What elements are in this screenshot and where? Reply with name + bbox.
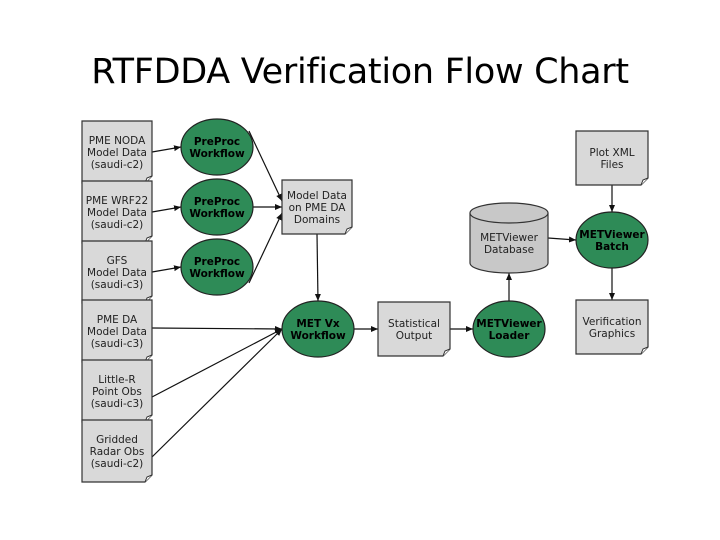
node-label: Files xyxy=(600,159,623,171)
node-label: (saudi-c2) xyxy=(91,458,144,470)
node-label: METViewer xyxy=(480,232,538,244)
node-label: METViewer xyxy=(476,318,542,330)
node-label: Model Data xyxy=(87,207,147,219)
process-ellipse xyxy=(180,118,254,176)
node-label: Domains xyxy=(294,214,340,226)
node-label: Graphics xyxy=(589,328,635,340)
edge-radar-to-metvx xyxy=(151,328,283,458)
process-ellipse xyxy=(575,211,649,269)
node-label: (saudi-c3) xyxy=(91,279,144,291)
node-label: Database xyxy=(484,244,534,256)
process-ellipse xyxy=(472,300,546,358)
database-top xyxy=(469,202,549,224)
node-label: Workflow xyxy=(189,208,245,220)
node-label: Radar Obs xyxy=(90,446,145,458)
edge-modeldata-to-metvx xyxy=(314,233,321,302)
document-fold-icon xyxy=(344,226,353,235)
node-label: Point Obs xyxy=(92,386,142,398)
node-label: Little-R xyxy=(98,374,135,386)
edge-preproc3-to-modeldata xyxy=(248,212,283,284)
database-cylinder xyxy=(469,213,549,274)
node-label: METViewer xyxy=(579,229,645,241)
node-label: GFS xyxy=(107,255,128,267)
node-label: (saudi-c2) xyxy=(91,219,144,231)
node-label: PME DA xyxy=(97,314,138,326)
node-label: Workflow xyxy=(290,330,346,342)
process-ellipse xyxy=(180,178,254,236)
node-label: (saudi-c2) xyxy=(91,159,144,171)
edge-gfs-to-preproc3 xyxy=(151,265,182,273)
page-title: RTFDDA Verification Flow Chart xyxy=(91,52,629,92)
node-label: Gridded xyxy=(96,434,138,446)
node-label: on PME DA xyxy=(289,202,347,214)
document-fold-icon xyxy=(144,474,153,483)
node-label: Verification xyxy=(583,316,642,328)
node-label: (saudi-c3) xyxy=(91,338,144,350)
node-label: PreProc xyxy=(194,136,240,148)
node-label: Model Data xyxy=(287,190,347,202)
document-fold-icon xyxy=(442,348,451,357)
node-label: PME NODA xyxy=(89,135,146,147)
node-label: Model Data xyxy=(87,147,147,159)
node-label: Loader xyxy=(489,330,531,342)
edge-noda-to-preproc1 xyxy=(151,145,182,153)
node-label: Model Data xyxy=(87,326,147,338)
edge-littler-to-metvx xyxy=(151,328,283,398)
node-label: MET Vx xyxy=(296,318,340,330)
node-label: Workflow xyxy=(189,268,245,280)
edge-preproc1-to-modeldata xyxy=(248,130,283,202)
node-label: PME WRF22 xyxy=(86,195,148,207)
node-label: (saudi-c3) xyxy=(91,398,144,410)
edge-wrf22-to-preproc2 xyxy=(151,205,182,213)
process-ellipse xyxy=(180,238,254,296)
node-label: Output xyxy=(396,330,432,342)
node-label: Statistical xyxy=(388,318,440,330)
document-fold-icon xyxy=(640,177,649,186)
document-fold-icon xyxy=(640,346,649,355)
edge-database-to-batch xyxy=(547,236,577,243)
node-label: PreProc xyxy=(194,256,240,268)
node-label: Batch xyxy=(595,241,629,253)
node-label: Workflow xyxy=(189,148,245,160)
node-label: Model Data xyxy=(87,267,147,279)
node-label: PreProc xyxy=(194,196,240,208)
process-ellipse xyxy=(281,300,355,358)
edge-pmeda-to-metvx xyxy=(151,325,283,332)
node-label: Plot XML xyxy=(589,147,634,159)
